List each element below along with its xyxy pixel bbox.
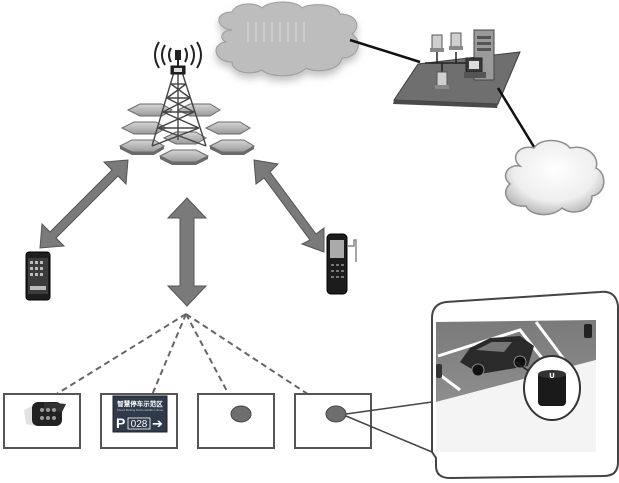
sign-number: 028 <box>131 419 148 430</box>
arrow-tower-phone <box>39 159 129 249</box>
internet-cloud-icon <box>215 1 359 77</box>
sign-letter: P <box>116 415 125 431</box>
signal-waves-icon <box>154 41 202 69</box>
callout-lines <box>345 401 433 453</box>
svg-text:U: U <box>549 372 555 380</box>
arrow-tower-field <box>166 197 208 307</box>
link-cloud-to-lan <box>349 38 421 64</box>
sign-box: 智慧停车示范区 Smart Parking Demonstration Zone… <box>100 393 178 449</box>
camera-box <box>3 393 81 449</box>
camera-icon <box>24 402 66 426</box>
arrow-tower-terminal <box>253 159 325 253</box>
sensor-dot-icon <box>230 405 252 423</box>
dashed-links <box>54 313 333 411</box>
sensor-box-1 <box>197 393 275 449</box>
server-network-icon <box>393 29 521 108</box>
parking-lot-detail-icon: U <box>435 320 596 452</box>
sign-subtitle: Smart Parking Demonstration Zone <box>117 408 163 412</box>
car-icon <box>460 336 534 377</box>
sign-arrow: ➔ <box>152 417 163 432</box>
handheld-terminal-icon <box>326 233 357 295</box>
cell-tower-icon <box>118 41 255 165</box>
geomagnetic-detector-icon: U <box>538 370 566 406</box>
remote-cloud-icon <box>504 139 605 216</box>
sensor-dot-icon <box>325 405 347 423</box>
smartphone-icon <box>25 251 51 301</box>
parking-sign-icon: 智慧停车示范区 Smart Parking Demonstration Zone… <box>112 395 168 433</box>
sign-title: 智慧停车示范区 <box>117 399 163 408</box>
parking-detail-callout: U <box>431 290 619 480</box>
